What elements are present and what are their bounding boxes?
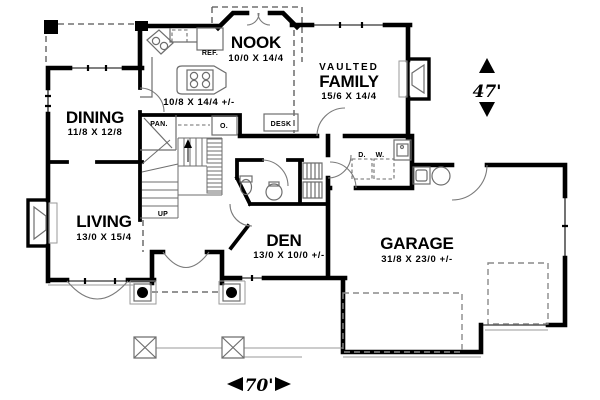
arrow-right-icon <box>275 377 291 391</box>
up-arrow-icon <box>184 139 192 148</box>
label-dryer: D. <box>358 152 366 159</box>
oven-icon <box>211 115 238 136</box>
room-label-family: FAMILY <box>319 72 379 91</box>
refrigerator-icon <box>196 27 224 51</box>
corner-sink-icon <box>146 29 174 55</box>
island-counter <box>176 65 227 95</box>
room-dims-kitchen: 10/8 X 14/4 +/- <box>163 97 235 108</box>
dashed-roof-lines <box>45 6 303 293</box>
cooktop-icon <box>186 69 214 91</box>
room-label-den: DEN <box>266 231 301 250</box>
garage-fixtures <box>342 166 549 353</box>
room-dims-den: 13/0 X 10/0 +/- <box>253 250 325 261</box>
laundry-fixtures <box>351 139 412 180</box>
living-fireplace <box>26 198 58 248</box>
room-dims-family: 15/6 X 14/4 <box>321 91 376 102</box>
label-washer: W. <box>376 152 385 159</box>
label-refrigerator: REF. <box>202 50 218 57</box>
fixture-labels: REF. PAN. O. DESK D. W. UP <box>150 50 384 218</box>
slab-lines <box>48 280 548 358</box>
kitchen-fixtures <box>140 27 299 151</box>
family-fireplace <box>398 57 431 101</box>
label-oven: O. <box>220 123 228 130</box>
width-dimension-text: 70' <box>245 376 274 396</box>
utility-sink-icon <box>412 166 431 185</box>
dryer-icon <box>351 158 373 180</box>
arrow-down-icon <box>479 102 495 117</box>
post-icon <box>133 336 157 359</box>
post-icon <box>221 336 245 359</box>
interior-walls <box>46 66 330 251</box>
entry-columns <box>133 283 245 359</box>
garage-door-2 <box>487 262 549 325</box>
room-label-vaulted: VAULTED <box>319 62 379 73</box>
closet-shelves <box>302 162 323 180</box>
dishwasher-icon <box>171 29 188 43</box>
washer-icon <box>373 158 395 180</box>
room-labels: NOOK 10/0 X 14/4 VAULTED FAMILY 15/6 X 1… <box>66 33 454 265</box>
stairs <box>140 137 223 219</box>
room-label-garage: GARAGE <box>380 234 453 253</box>
label-up: UP <box>158 211 168 218</box>
room-label-nook: NOOK <box>231 33 282 52</box>
toilet-icon <box>239 178 253 196</box>
sink-icon <box>265 183 283 201</box>
overall-width-dimension: 70' <box>227 376 291 396</box>
room-dims-garage: 31/8 X 23/0 +/- <box>381 254 453 265</box>
arrow-left-icon <box>227 377 243 391</box>
room-dims-living: 13/0 X 15/4 <box>76 232 131 243</box>
column-icon <box>226 287 237 298</box>
overall-depth-dimension: 47' <box>473 58 502 117</box>
room-label-living: LIVING <box>76 212 131 231</box>
label-desk: DESK <box>271 121 292 128</box>
porch-posts <box>44 20 148 34</box>
column-icon <box>137 287 148 298</box>
garage-door-1 <box>342 292 463 353</box>
door-swings <box>66 12 488 300</box>
bathroom-fixtures <box>239 162 323 201</box>
exterior-walls <box>45 10 568 355</box>
water-heater-icon <box>431 166 451 186</box>
arrow-up-icon <box>479 58 495 73</box>
label-pantry: PAN. <box>150 121 167 128</box>
room-dims-nook: 10/0 X 14/4 <box>228 53 283 64</box>
room-label-dining: DINING <box>66 108 124 127</box>
utility-cabinet <box>393 139 412 161</box>
desk-outline <box>263 113 299 132</box>
room-dims-dining: 11/8 X 12/8 <box>68 127 123 138</box>
depth-dimension-text: 47' <box>473 82 502 102</box>
